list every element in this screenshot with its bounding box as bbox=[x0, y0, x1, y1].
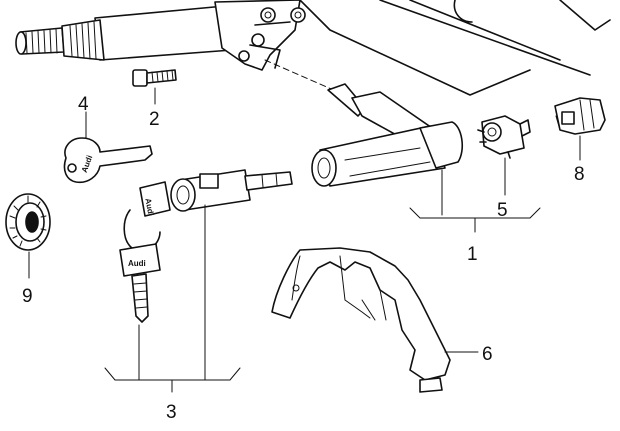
part-9-cover-ring bbox=[5, 193, 51, 279]
part-2-screw bbox=[132, 69, 177, 105]
callout-5: 5 bbox=[497, 200, 508, 221]
callout-3: 3 bbox=[166, 402, 177, 423]
part-3-lock-cylinder-set: Audi Audi bbox=[104, 169, 293, 393]
callout-2: 2 bbox=[149, 109, 160, 130]
callout-labels: 1 2 3 4 5 6 8 9 bbox=[22, 94, 585, 423]
part-3-key1-brand: Audi bbox=[143, 198, 155, 217]
callout-8: 8 bbox=[574, 164, 585, 185]
part-8-connector bbox=[554, 97, 606, 161]
steering-column-assembly bbox=[15, 0, 611, 96]
callout-9: 9 bbox=[22, 286, 33, 307]
part-1-lock-housing bbox=[311, 83, 541, 233]
callout-6: 6 bbox=[482, 344, 493, 365]
part-6-trim-cover bbox=[271, 247, 479, 393]
callout-1: 1 bbox=[467, 244, 478, 265]
part-3-key2-brand: Audi bbox=[128, 259, 146, 268]
part-4-key: Audi bbox=[63, 111, 153, 184]
callout-4: 4 bbox=[78, 94, 89, 115]
part-5-ignition-switch bbox=[477, 115, 531, 196]
